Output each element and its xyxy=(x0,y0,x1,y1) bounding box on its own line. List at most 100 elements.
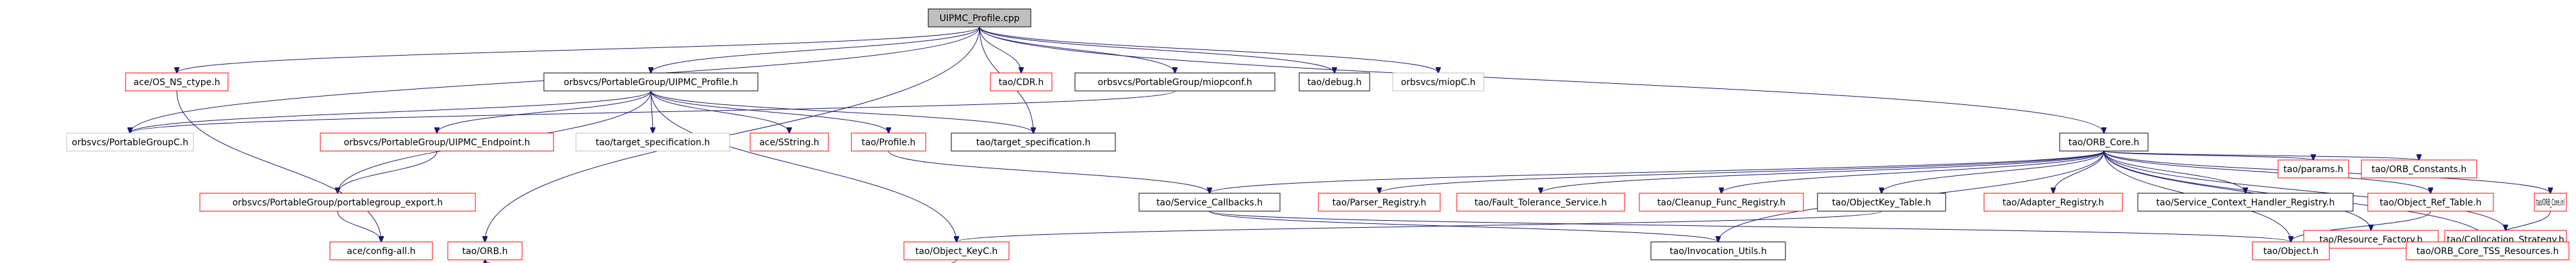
edge-root-to-orb_core xyxy=(979,26,2104,133)
node-scontext_handler[interactable]: tao/Service_Context_Handler_Registry.h xyxy=(2137,193,2354,212)
node-label: tao/Service_Context_Handler_Registry.h xyxy=(2156,198,2335,208)
node-root: UIPMC_Profile.cpp xyxy=(928,8,1031,28)
node-cdr[interactable]: tao/CDR.h xyxy=(990,72,1053,92)
node-label: orbsvcs/PortableGroup/portablegroup_expo… xyxy=(233,198,443,208)
node-label: tao/params.h xyxy=(2283,164,2343,175)
node-label: tao/ORB_Core.inl xyxy=(2536,198,2564,208)
edge-root-to-ns_ctype xyxy=(177,26,980,73)
node-box xyxy=(66,132,194,152)
node-orb_core_inl[interactable]: tao/ORB_Core.inl xyxy=(2534,193,2567,212)
node-box xyxy=(990,72,1053,92)
node-label: tao/ORB_Constants.h xyxy=(2372,164,2466,175)
edge-uipmc_profile_h-to-sstring xyxy=(650,90,789,133)
node-label: tao/target_specification.h xyxy=(976,138,1091,148)
node-profile[interactable]: tao/Profile.h xyxy=(851,132,926,152)
node-box xyxy=(851,132,926,152)
node-label: tao/Invocation_Utils.h xyxy=(1669,246,1766,257)
node-label: tao/Object_KeyC.h xyxy=(915,246,997,257)
node-label: tao/ORB_Core.h xyxy=(2069,138,2139,148)
node-object_ref_table[interactable]: tao/Object_Ref_Table.h xyxy=(2367,193,2494,212)
node-label: tao/ORB_Core_TSS_Resources.h xyxy=(2416,246,2559,257)
node-box xyxy=(903,241,1010,260)
node-orb_constants[interactable]: tao/ORB_Constants.h xyxy=(2361,159,2477,179)
node-box xyxy=(125,72,229,92)
node-label: tao/ORB.h xyxy=(462,246,507,257)
node-parser_registry[interactable]: tao/Parser_Registry.h xyxy=(1318,193,1441,212)
edge-root-to-miopc xyxy=(979,26,1438,73)
node-label: tao/Service_Callbacks.h xyxy=(1156,198,1263,208)
node-objectkey_table[interactable]: tao/ObjectKey_Table.h xyxy=(1817,193,1946,212)
edge-orb_core-to-collocation xyxy=(2103,150,2506,230)
edge-orb_core-to-service_callbacks xyxy=(1210,150,2104,193)
node-uipmc_profile_h[interactable]: orbsvcs/PortableGroup/UIPMC_Profile.h xyxy=(543,72,759,92)
node-miopconf[interactable]: orbsvcs/PortableGroup/miopconf.h xyxy=(1074,72,1276,92)
edge-objectkey_table-to-object_key xyxy=(956,211,1882,242)
node-debug[interactable]: tao/debug.h xyxy=(1299,72,1370,92)
edge-orb_core-to-cleanup_func xyxy=(1721,150,2104,193)
node-service_callbacks[interactable]: tao/Service_Callbacks.h xyxy=(1138,193,1281,212)
node-box xyxy=(2252,241,2330,260)
edge-orb_core-to-object_ref_table xyxy=(2103,150,2431,193)
node-label: tao/Profile.h xyxy=(862,138,915,148)
node-sstring[interactable]: ace/SString.h xyxy=(750,132,829,152)
edge-uipmc_endpoint-to-pg_export xyxy=(338,150,438,193)
node-label: tao/CDR.h xyxy=(999,77,1044,88)
node-box xyxy=(2406,241,2570,260)
edge-pg_export-to-config_all xyxy=(337,211,381,242)
edge-orb_core-to-fault_tolerance xyxy=(1541,150,2104,193)
edge-orb_core-to-resource_factory xyxy=(2103,150,2371,230)
node-label: UIPMC_Profile.cpp xyxy=(939,13,1019,24)
node-label: tao/Parser_Registry.h xyxy=(1333,198,1427,208)
node-cleanup_func[interactable]: tao/Cleanup_Func_Registry.h xyxy=(1639,193,1804,212)
node-object[interactable]: tao/Object.h xyxy=(2252,241,2330,260)
node-box xyxy=(2277,159,2349,179)
node-orb[interactable]: tao/ORB.h xyxy=(447,241,523,260)
edge-object_ref_table-to-object xyxy=(2291,211,2431,242)
node-box xyxy=(1074,72,1276,92)
node-label: ace/OS_NS_ctype.h xyxy=(133,77,220,88)
node-config_all[interactable]: ace/config-all.h xyxy=(329,241,433,260)
edge-orb_core-to-params xyxy=(2103,150,2313,160)
node-label: orbsvcs/miopC.h xyxy=(1401,77,1476,88)
node-ns_ctype[interactable]: ace/OS_NS_ctype.h xyxy=(125,72,229,92)
node-box xyxy=(1456,193,1625,212)
node-box xyxy=(2534,193,2567,212)
node-box xyxy=(928,8,1031,28)
node-box xyxy=(750,132,829,152)
edge-orb_core-to-orb_constants xyxy=(2103,150,2419,160)
node-fault_tolerance[interactable]: tao/Fault_Tolerance_Service.h xyxy=(1456,193,1625,212)
node-object_key[interactable]: tao/Object_KeyC.h xyxy=(903,241,1010,260)
node-target_spec1: tao/target_specification.h xyxy=(575,132,730,152)
edge-ns_ctype-to-config_all xyxy=(176,90,381,242)
node-adapter_registry[interactable]: tao/Adapter_Registry.h xyxy=(1983,193,2123,212)
edge-service_callbacks-to-object xyxy=(1209,211,2291,242)
node-box xyxy=(1817,193,1946,212)
node-uipmc_endpoint[interactable]: orbsvcs/PortableGroup/UIPMC_Endpoint.h xyxy=(320,132,554,152)
edge-orb_core-to-objectkey_table xyxy=(1882,150,2104,193)
node-box xyxy=(447,241,523,260)
node-pg_export[interactable]: orbsvcs/PortableGroup/portablegroup_expo… xyxy=(199,193,476,212)
node-params[interactable]: tao/params.h xyxy=(2277,159,2349,179)
node-box xyxy=(575,132,730,152)
node-label: tao/Cleanup_Func_Registry.h xyxy=(1657,198,1785,208)
node-target_spec2[interactable]: tao/target_specification.h xyxy=(951,132,1116,152)
edge-uipmc_profile_h-to-target_spec2 xyxy=(650,90,1033,133)
node-miopc: orbsvcs/miopC.h xyxy=(1392,72,1484,92)
node-label: orbsvcs/PortableGroup/UIPMC_Profile.h xyxy=(564,77,738,88)
node-label: tao/ObjectKey_Table.h xyxy=(1832,198,1932,208)
node-box xyxy=(1318,193,1441,212)
edge-uipmc_profile_h-to-profile xyxy=(650,90,889,133)
node-invocation_utils[interactable]: tao/Invocation_Utils.h xyxy=(1650,241,1786,260)
edge-orb_core-to-parser_registry xyxy=(1379,150,2104,193)
node-box xyxy=(329,241,433,260)
edge-orb_core-to-scontext_handler xyxy=(2103,150,2245,193)
edge-root-to-uipmc_profile_h xyxy=(651,26,980,73)
edge-uipmc_profile_h-to-portablegroupc xyxy=(130,90,652,133)
edge-miopconf-to-portablegroupc xyxy=(130,90,1176,133)
node-tss_resources[interactable]: tao/ORB_Core_TSS_Resources.h xyxy=(2406,241,2570,260)
node-box xyxy=(1639,193,1804,212)
node-box xyxy=(1138,193,1281,212)
node-orb_core[interactable]: tao/ORB_Core.h xyxy=(2059,132,2149,152)
